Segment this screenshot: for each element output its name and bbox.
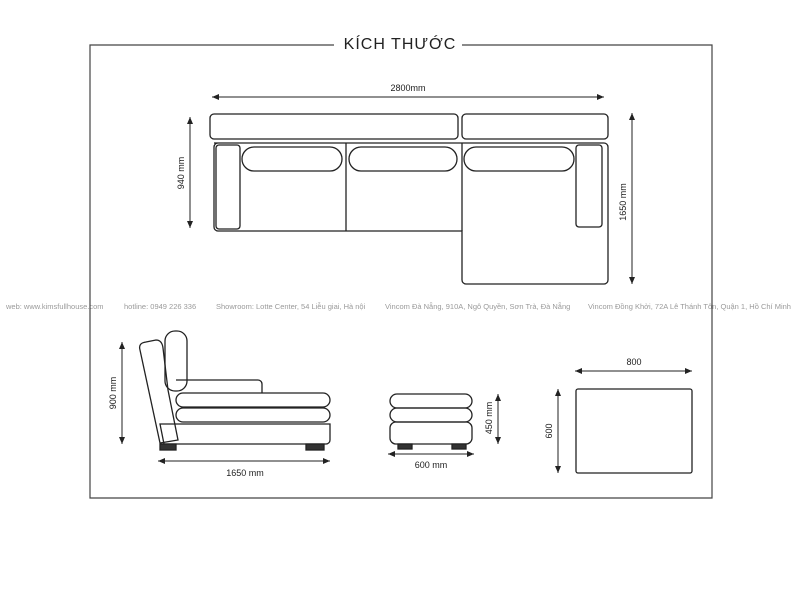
info-showroom-hanoi: Showroom: Lotte Center, 54 Liễu giai, Hà… (216, 302, 366, 311)
top-seat-outline (213, 142, 609, 285)
side-foot-left (159, 443, 177, 451)
info-hotline: hotline: 0949 226 336 (124, 302, 197, 311)
ottoman-foot-left (397, 443, 413, 450)
dim-label-side-length: 1650 mm (226, 468, 264, 478)
dim-label-top-chaise: 1650 mm (618, 183, 628, 221)
info-website: web: www.kimsfullhouse.com (6, 302, 104, 311)
top-pillow-2 (348, 146, 458, 172)
info-showroom-hcm: Vincom Đồng Khởi, 72A Lê Thánh Tôn, Quận… (588, 302, 791, 311)
side-seat-cushion-lower (175, 407, 331, 423)
dim-label-table-depth: 600 (544, 423, 554, 438)
outer-frame (89, 44, 713, 499)
top-pillow-3 (463, 146, 575, 172)
table-top-view (575, 388, 693, 474)
dim-label-table-width: 800 (626, 357, 641, 367)
info-showroom-danang: Vincom Đà Nẵng, 910A, Ngô Quyền, Sơn Trà… (385, 302, 571, 311)
drawing-title: KÍCH THƯỚC (300, 36, 500, 54)
side-foot-right (305, 443, 325, 451)
dim-label-ottoman-width: 600 mm (415, 460, 448, 470)
top-armrest-left (215, 144, 241, 230)
side-view-sofa (138, 330, 331, 451)
ottoman-cushion-mid (389, 407, 473, 423)
side-backrest (138, 339, 179, 444)
top-back-cushion-left (209, 113, 459, 140)
top-pillow-1 (241, 146, 343, 172)
side-seat-cushion-upper (175, 392, 331, 408)
top-view-sofa (209, 113, 609, 285)
dim-label-top-depth: 940 mm (176, 157, 186, 190)
dim-label-top-width: 2800mm (390, 83, 425, 93)
ottoman-base (389, 421, 473, 445)
dim-label-ottoman-height: 450 mm (484, 402, 494, 435)
top-back-cushion-right (461, 113, 609, 140)
top-armrest-right (575, 144, 603, 228)
dim-label-side-height: 900 mm (108, 377, 118, 410)
ottoman-foot-right (451, 443, 467, 450)
side-head-cushion (164, 330, 188, 392)
ottoman-side-view (389, 393, 473, 450)
side-seat-top (176, 379, 263, 393)
side-base (159, 423, 331, 445)
ottoman-cushion-top (389, 393, 473, 409)
